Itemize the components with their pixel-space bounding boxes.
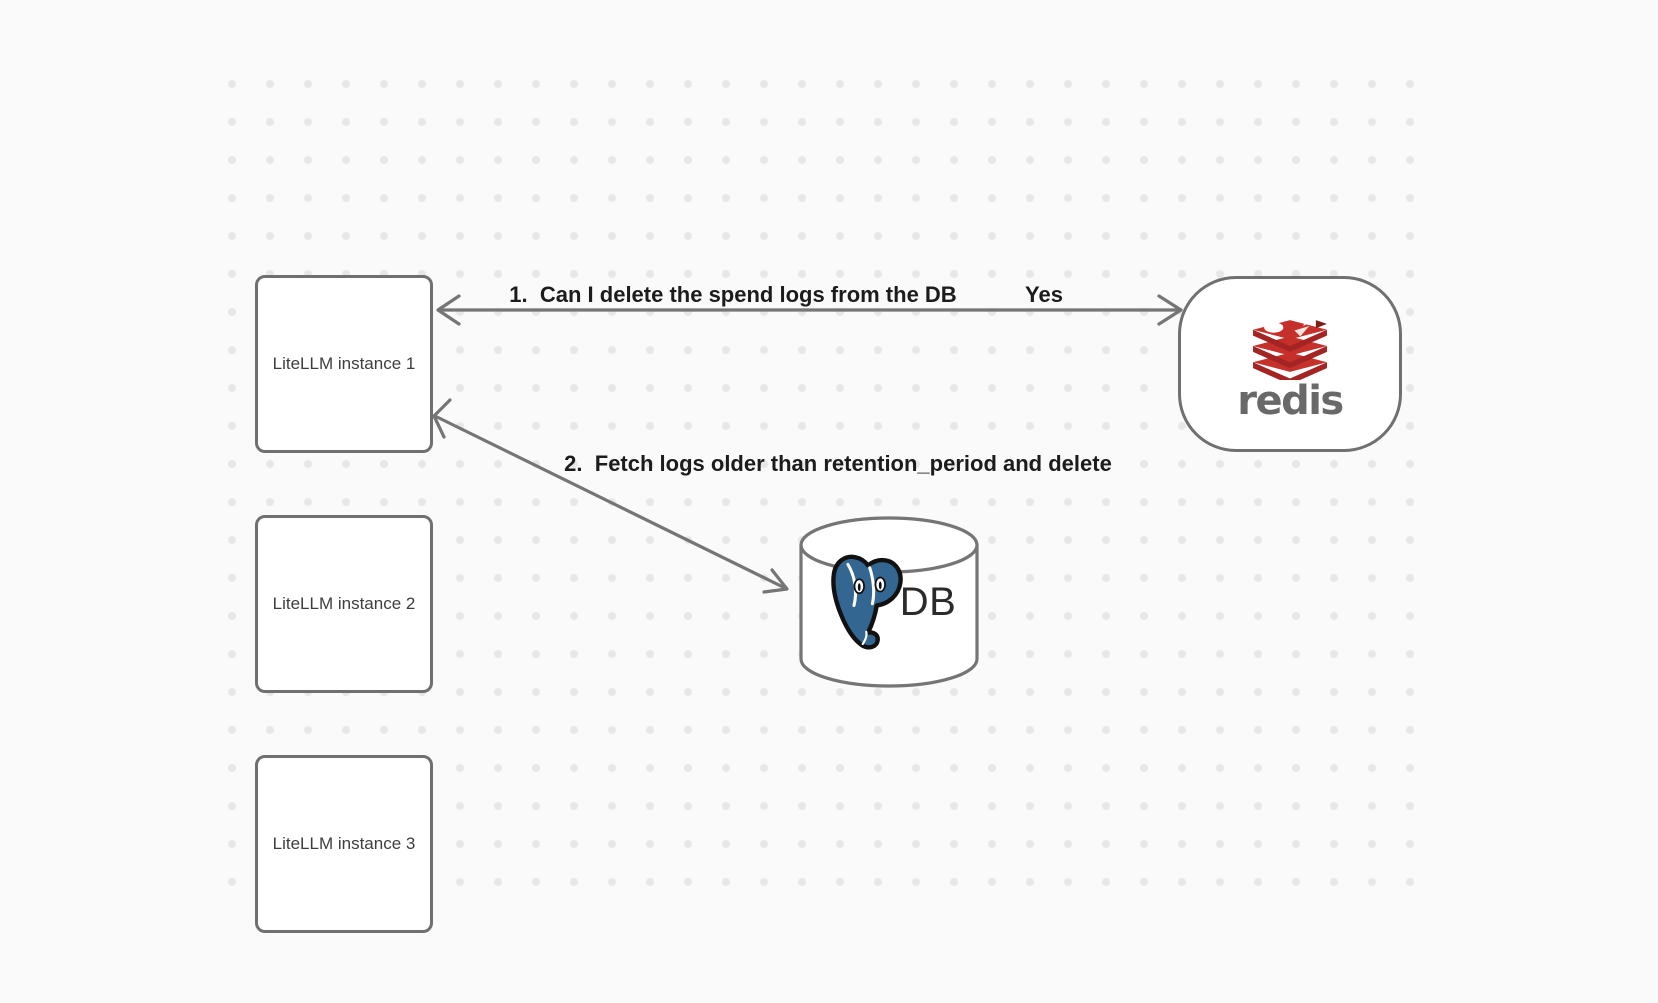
arrow-1-label: 1. Can I delete the spend logs from the … (509, 282, 957, 307)
node-label: LiteLLM instance 1 (272, 354, 416, 373)
arrow-2-label: 2. Fetch logs older than retention_perio… (564, 451, 1112, 476)
node-litellm-instance-1[interactable]: LiteLLM instance 1 (255, 275, 433, 453)
arrow-spend-logs-question[interactable] (436, 294, 1183, 326)
node-label: LiteLLM instance 3 (272, 834, 416, 853)
db-label: DB (899, 580, 957, 624)
redis-logo-icon (1253, 312, 1327, 380)
node-label: LiteLLM instance 2 (272, 594, 416, 613)
node-litellm-instance-3[interactable]: LiteLLM instance 3 (255, 755, 433, 933)
node-redis[interactable]: redis (1178, 276, 1402, 452)
node-litellm-instance-2[interactable]: LiteLLM instance 2 (255, 515, 433, 693)
arrow-1-response-label: Yes (1025, 282, 1063, 307)
arrow-fetch-logs[interactable] (432, 398, 789, 594)
redis-wordmark: redis (1237, 377, 1344, 424)
postgresql-elephant-icon (830, 554, 903, 650)
node-database-content: DB (810, 551, 968, 653)
